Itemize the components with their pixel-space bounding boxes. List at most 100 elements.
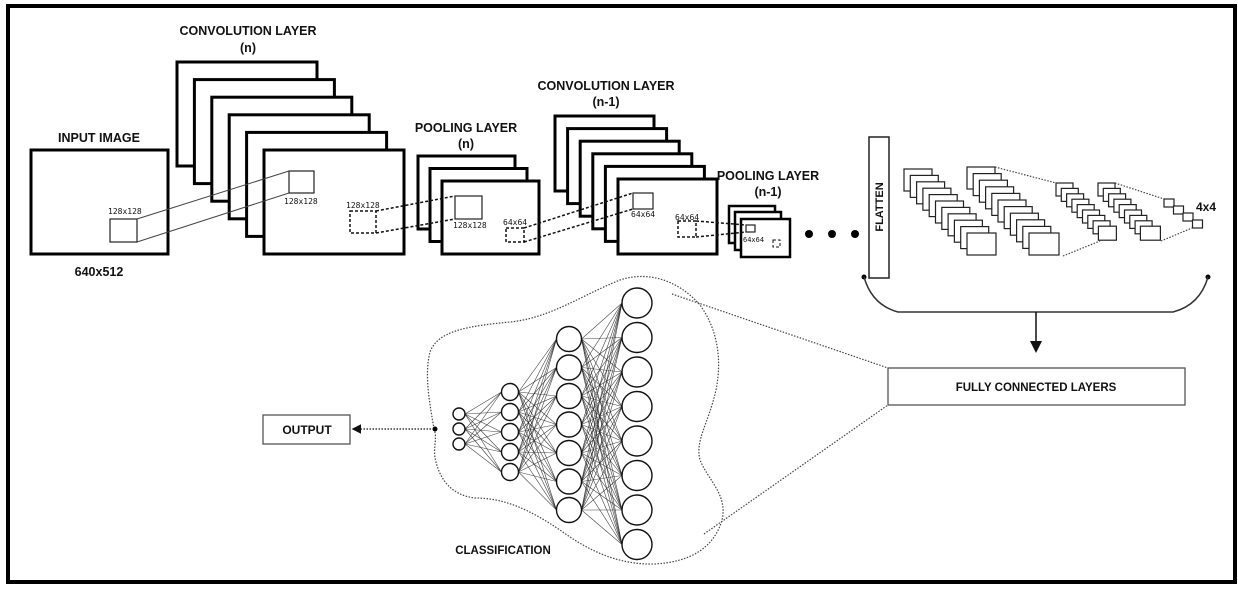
nn-edge: [581, 371, 623, 454]
nn-edge: [581, 452, 623, 545]
nn-neuron-layer-4: [621, 356, 653, 388]
conv-n1-patch-in: [632, 192, 654, 210]
connector-pool-conv-n1-bottom: [523, 208, 634, 243]
connector-input-conv-bottom: [136, 192, 290, 243]
nn-edge: [518, 391, 557, 511]
conv-n-label: CONVOLUTION LAYER: [179, 24, 316, 38]
pool-layer-n: POOLING LAYER (n) 128x128 64x64: [415, 121, 541, 256]
nn-edge: [518, 395, 557, 413]
nn-edge: [518, 431, 557, 482]
nn-edge: [581, 337, 623, 511]
final-4x4-map: [1191, 219, 1204, 229]
conv-n-feature-map: [262, 148, 406, 256]
nn-edge: [581, 371, 623, 425]
stack-connector-bottom-1: [1062, 240, 1101, 257]
nn-edge: [464, 428, 502, 453]
conv-n-patch-in-label: 128x128: [284, 197, 318, 206]
nn-neuron-layer-4: [621, 287, 653, 319]
nn-edge: [518, 452, 557, 473]
conv-n1-patch-in-label: 64x64: [631, 210, 655, 219]
nn-edge: [581, 302, 623, 482]
nn-edge: [581, 406, 623, 425]
conv-layer-n-1: CONVOLUTION LAYER (n-1) 64x64 64x64: [537, 79, 719, 256]
nn-edge: [518, 424, 557, 473]
classification-label: CLASSIFICATION: [455, 545, 551, 557]
nn-edge: [464, 411, 502, 415]
nn-edge: [581, 395, 623, 511]
final-4x4-map: [1172, 205, 1185, 215]
flatten-stack-1-map: [966, 232, 997, 256]
nn-edge: [518, 367, 557, 453]
nn-neuron-layer-4: [621, 528, 653, 561]
nn-edge: [518, 367, 557, 473]
nn-edge: [581, 395, 623, 476]
nn-edge: [464, 431, 502, 445]
connector-input-conv-top: [136, 170, 290, 220]
connector-conv-pool-n-bottom: [375, 218, 456, 234]
nn-edge: [518, 411, 557, 425]
fully-connected-block: FULLY CONNECTED LAYERS: [887, 367, 1186, 406]
conv-n1-patch-out: [677, 220, 697, 238]
nn-edge: [518, 338, 557, 473]
nn-edge: [581, 371, 623, 397]
nn-edge: [581, 406, 623, 454]
nn-neuron-layer-3: [555, 325, 583, 353]
nn-neuron-layer-3: [555, 439, 583, 467]
nn-edge: [581, 371, 623, 511]
pool-n1-patch-in-label: 64x64: [743, 236, 764, 244]
nn-edge: [464, 391, 502, 430]
final-4x4-map: [1182, 212, 1194, 222]
nn-neuron-layer-1: [452, 437, 466, 451]
nn-edge: [581, 302, 623, 397]
pool-layer-n-1: POOLING LAYER (n-1) 64x64: [717, 169, 819, 259]
nn-edge: [518, 411, 557, 482]
conv-n1-index: (n-1): [592, 95, 619, 109]
pool-n-label: POOLING LAYER: [415, 121, 517, 135]
nn-edge: [581, 337, 623, 425]
nn-edge: [518, 471, 557, 482]
pool-n1-label: POOLING LAYER: [717, 169, 819, 183]
nn-edge: [464, 411, 502, 445]
zoom-line-bottom: [703, 404, 889, 535]
nn-neuron-layer-2: [500, 382, 520, 402]
flatten-stack-3-map: [1097, 225, 1118, 241]
nn-edge: [518, 424, 557, 433]
nn-edge: [464, 411, 502, 430]
conv-n-patch-out-label: 128x128: [346, 201, 380, 210]
nn-edge: [581, 337, 623, 368]
input-image-label: INPUT IMAGE: [58, 131, 140, 145]
nn-edge: [518, 431, 557, 454]
flatten-stack-4-map: [1139, 225, 1162, 241]
nn-edge: [518, 411, 557, 511]
nn-neuron-layer-4: [621, 321, 653, 354]
nn-edge: [518, 367, 557, 413]
output-label: OUTPUT: [282, 423, 332, 437]
fc-label: FULLY CONNECTED LAYERS: [956, 382, 1117, 394]
nn-neuron-layer-2: [500, 442, 520, 462]
stack-connector-bottom-2: [1160, 227, 1193, 242]
nn-edge: [581, 367, 623, 545]
nn-neurons: [452, 287, 653, 561]
nn-edge: [518, 395, 557, 433]
pool-n-patch-in: [454, 195, 483, 220]
input-patch: [109, 218, 138, 243]
final-size-label: 4x4: [1196, 200, 1216, 214]
nn-edge: [581, 395, 623, 545]
flatten-brace: [861, 274, 1211, 313]
nn-edge: [518, 338, 557, 393]
nn-edge: [581, 302, 623, 340]
outer-border: [6, 4, 1237, 584]
nn-edge: [581, 440, 623, 511]
nn-edge: [581, 371, 623, 482]
stack-connector-top-2: [1114, 182, 1165, 200]
conv-n-patch-out: [349, 210, 377, 234]
nn-neuron-layer-1: [452, 422, 466, 436]
nn-edge: [464, 391, 502, 445]
nn-neuron-layer-3: [555, 411, 583, 438]
nn-neuron-layer-4: [621, 459, 653, 492]
output-block: OUTPUT: [262, 414, 351, 445]
nn-edge: [581, 337, 623, 454]
ellipsis-dots: [805, 230, 859, 238]
nn-edge: [581, 337, 623, 482]
